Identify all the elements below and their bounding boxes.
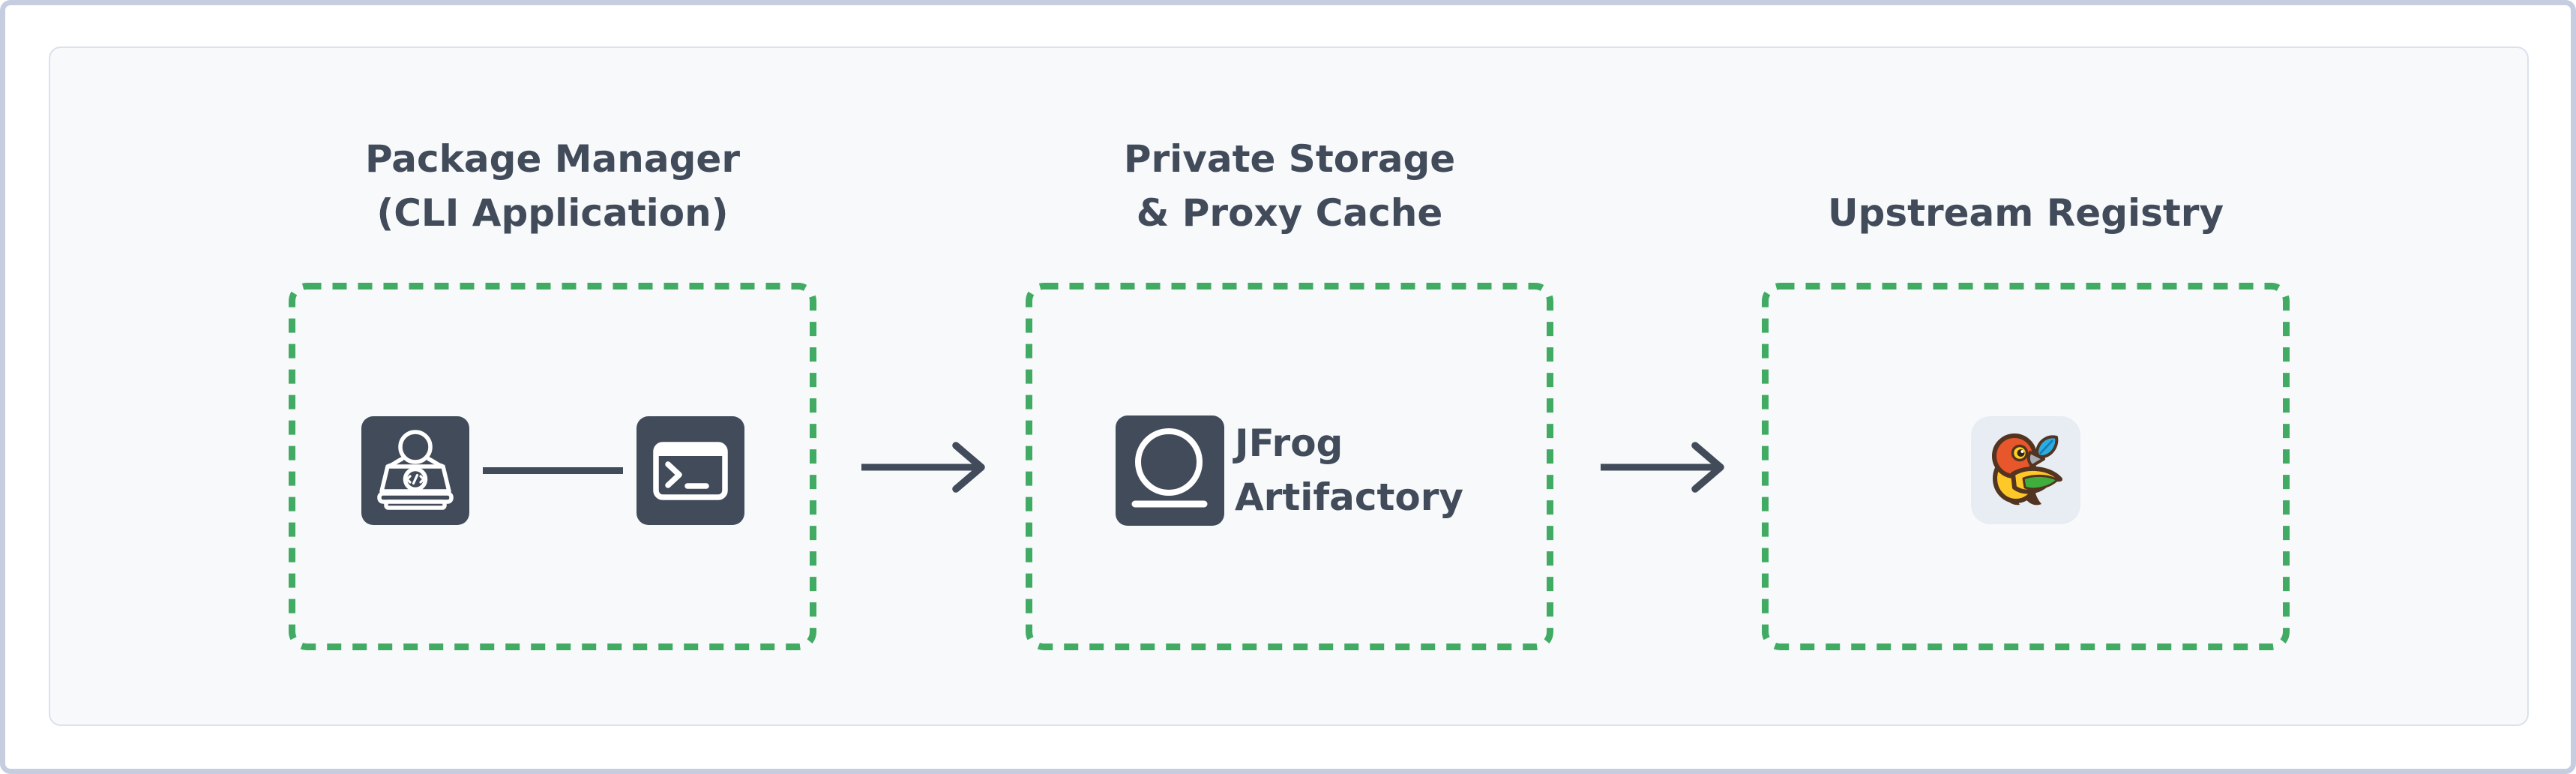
- dashed-boundary-upstream: [1762, 283, 2290, 650]
- jfrog-label: JFrog Artifactory: [1235, 416, 1463, 524]
- upstream-content: [1762, 283, 2290, 650]
- developer-laptop-icon: [361, 416, 469, 525]
- node-title-upstream-registry: Upstream Registry: [1762, 132, 2290, 240]
- jfrog-label-line: JFrog: [1234, 422, 1343, 465]
- node-title-package-manager: Package Manager (CLI Application): [289, 132, 816, 240]
- jfrog-artifactory-icon: [1115, 415, 1224, 526]
- node-package-manager: Package Manager (CLI Application): [289, 48, 816, 724]
- dashed-boundary-package-manager: [289, 283, 816, 650]
- node-title-line: Private Storage: [1123, 137, 1456, 181]
- diagram-panel: Package Manager (CLI Application): [49, 46, 2529, 726]
- node-title-line: & Proxy Cache: [1136, 191, 1443, 235]
- node-title-private-storage: Private Storage & Proxy Cache: [1026, 132, 1553, 240]
- package-manager-content: [289, 283, 816, 650]
- node-upstream-registry: Upstream Registry: [1762, 48, 2290, 724]
- connector-line: [482, 466, 623, 474]
- node-title-spacer: [1762, 132, 2290, 186]
- flow-arrow-pm-to-jfrog: [861, 442, 985, 493]
- terminal-icon: [636, 416, 744, 525]
- jfrog-label-line: Artifactory: [1234, 476, 1464, 519]
- node-title-line: (CLI Application): [376, 191, 729, 235]
- flow-arrow-jfrog-to-upstream: [1601, 442, 1724, 493]
- bower-bird-icon: [1971, 416, 2080, 524]
- node-title-line: Upstream Registry: [1827, 191, 2224, 235]
- jfrog-content: JFrog Artifactory: [1026, 283, 1553, 650]
- node-title-line: Package Manager: [365, 137, 740, 181]
- dashed-boundary-jfrog: JFrog Artifactory: [1026, 283, 1553, 650]
- node-jfrog-artifactory: Private Storage & Proxy Cache JFrog: [1026, 48, 1553, 724]
